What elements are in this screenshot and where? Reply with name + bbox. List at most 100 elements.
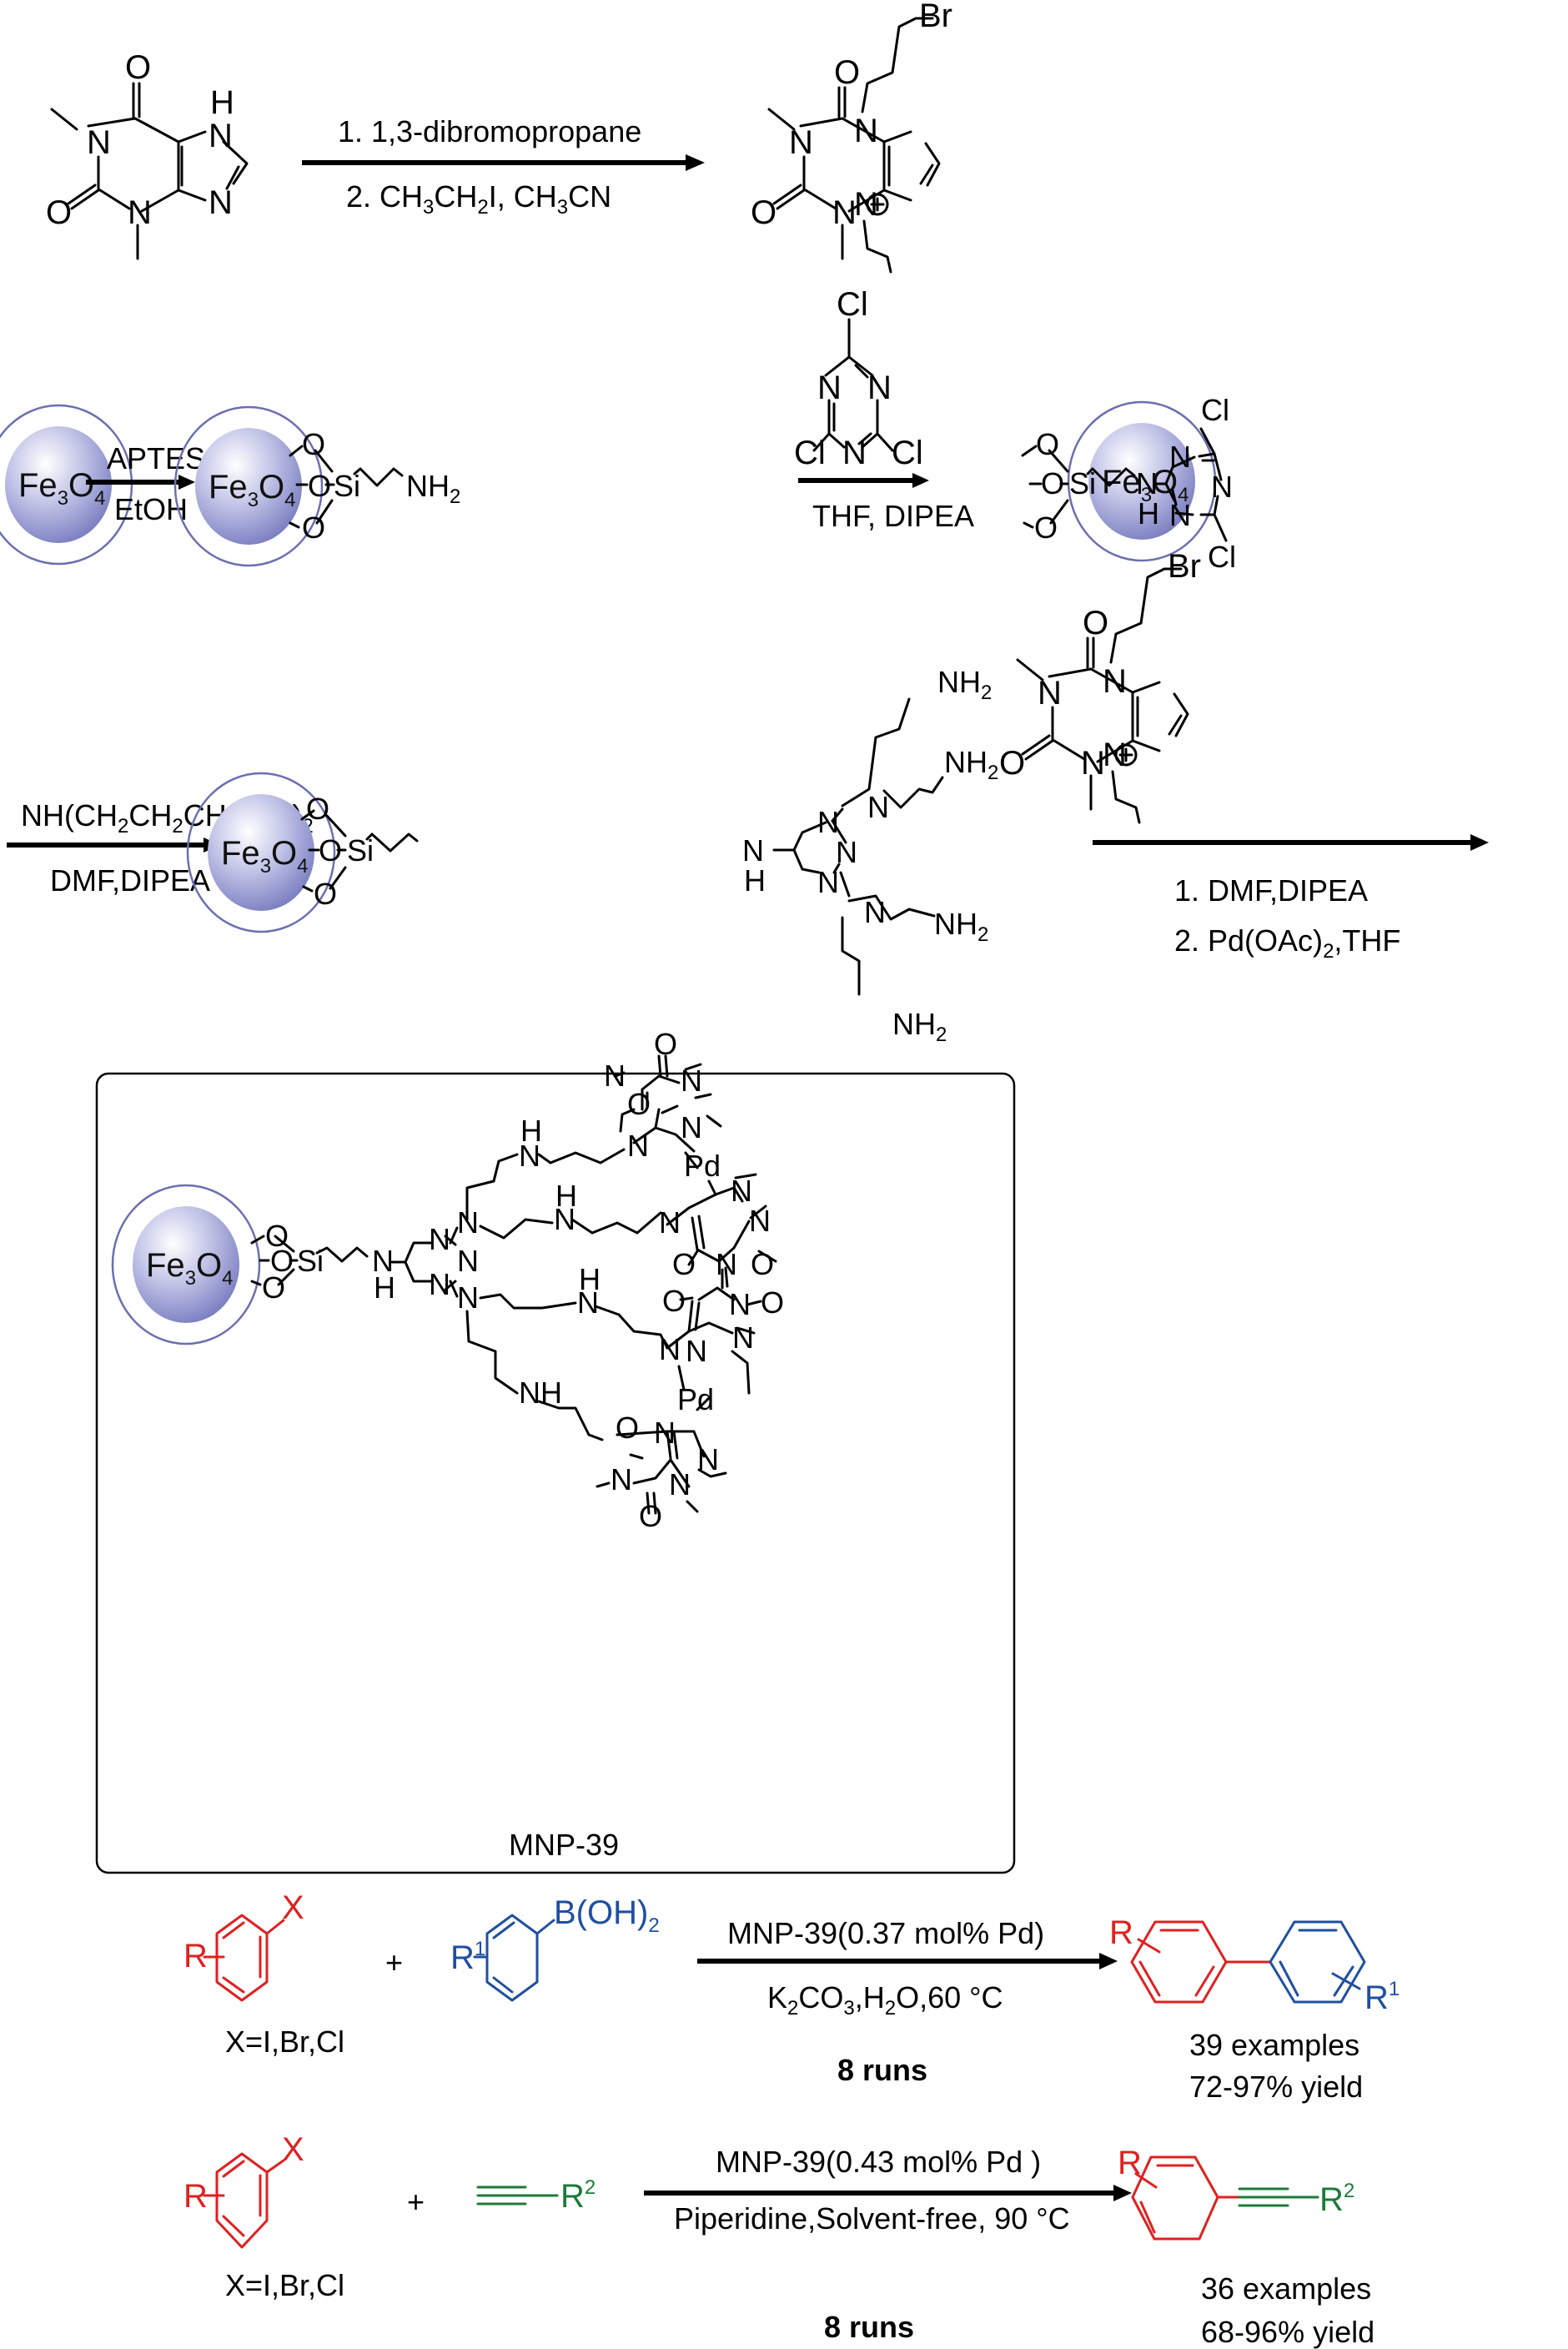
step2-arrow-main xyxy=(86,475,195,490)
sonogashira-yield: 68-96% yield xyxy=(1201,2315,1375,2349)
atom-label: N xyxy=(209,118,233,154)
atom-label: Br xyxy=(1168,548,1201,585)
atom-label: N xyxy=(697,1442,719,1476)
atom-label: N xyxy=(1081,745,1105,782)
sonogashira-runs: 8 runs xyxy=(824,2310,914,2344)
atom-label: N xyxy=(457,1244,479,1278)
step1-reagent-1: 1. 1,3-dibromopropane xyxy=(338,114,641,148)
atom-label: O xyxy=(654,1027,677,1061)
atom-label: O xyxy=(751,1247,774,1281)
atom-label: H xyxy=(520,1114,542,1148)
sonogashira-halide-note: X=I,Br,Cl xyxy=(225,2268,344,2302)
step5-reagent-structure: O O N N N N Br xyxy=(999,548,1201,824)
atom-label: O xyxy=(1083,605,1108,641)
palladium-label: Pd xyxy=(677,1382,714,1416)
atom-label: N xyxy=(128,194,152,231)
atom-label: NH2 xyxy=(406,469,460,508)
atom-label: Cl xyxy=(794,435,826,471)
atom-label: N xyxy=(817,370,842,406)
atom-label: N xyxy=(659,1332,681,1366)
atom-label: Si xyxy=(334,469,360,503)
suzuki-yield: 72-97% yield xyxy=(1189,2070,1363,2104)
atom-label: O xyxy=(761,1285,784,1320)
theophylline-structure: O O N N N H N xyxy=(46,49,249,260)
atom-label: Cl xyxy=(837,286,868,323)
sonogashira-examples: 36 examples xyxy=(1201,2271,1371,2306)
amine-dendrimer-linker: N N H N N N N N NH2 NH2 NH2 NH2 O O O Si xyxy=(300,665,998,1046)
atom-label: N xyxy=(686,1334,707,1368)
step3-reagent-below: THF, DIPEA xyxy=(812,499,974,533)
suzuki-runs: 8 runs xyxy=(837,2053,927,2087)
atom-label: O xyxy=(308,469,331,503)
atom-label: N xyxy=(627,1129,649,1163)
atom-label: R2 xyxy=(560,2176,596,2215)
atom-label: H xyxy=(210,84,234,121)
atom-label: Si xyxy=(1069,466,1096,500)
atom-label: N xyxy=(1038,675,1062,712)
atom-label: O xyxy=(265,1219,289,1253)
suzuki-examples: 39 examples xyxy=(1189,2028,1359,2062)
mnp39-catalyst-structure: O O O Si N H N N N N N N H N H N H NH N … xyxy=(250,1027,784,1533)
atom-label: N xyxy=(817,805,839,839)
atom-label: N xyxy=(1211,470,1233,504)
atom-label: N xyxy=(429,1222,450,1256)
atom-label: O xyxy=(262,1270,285,1305)
suzuki-conditions-below: K2CO3,H2O,60 °C xyxy=(767,1980,1003,2020)
arylalkyne-product: R R2 xyxy=(1118,2145,1354,2241)
atom-label: O xyxy=(1036,427,1059,461)
atom-label: O xyxy=(639,1499,662,1533)
atom-label: H xyxy=(555,1179,577,1213)
atom-label: N xyxy=(817,865,839,899)
atom-label: N xyxy=(209,184,233,221)
svg-text:Fe3O4: Fe3O4 xyxy=(18,467,106,510)
aryl-halide-suzuki: R X xyxy=(183,1889,304,2002)
atom-label: N xyxy=(716,1247,737,1281)
cyanuric-chloride-structure: Cl N N N Cl Cl xyxy=(794,286,923,471)
atom-label: H xyxy=(579,1262,601,1296)
atom-label: N xyxy=(864,895,886,929)
atom-label: N xyxy=(457,1280,479,1315)
atom-label: N xyxy=(842,435,867,471)
atom-label: O xyxy=(302,511,325,545)
atom-label: N xyxy=(729,1287,751,1321)
atom-label: NH2 xyxy=(937,665,992,704)
positive-charge-icon xyxy=(1114,743,1138,767)
atom-label: Cl xyxy=(1208,540,1236,574)
atom-label: N xyxy=(372,1244,394,1278)
plus-sign: + xyxy=(407,2185,425,2219)
bromopropyl-theophyllinium-salt: O O N N N N Br xyxy=(751,0,952,274)
plus-sign: + xyxy=(385,1945,403,1979)
atom-label: N xyxy=(867,790,889,824)
atom-label: R xyxy=(1118,2145,1142,2181)
atom-label: O xyxy=(999,745,1025,782)
atom-label: N xyxy=(832,194,857,231)
atom-label: Cl xyxy=(1201,393,1229,427)
atom-label: N xyxy=(749,1204,771,1238)
atom-label: O xyxy=(662,1284,686,1318)
atom-label: Si xyxy=(347,833,374,868)
svg-text:Fe3O4: Fe3O4 xyxy=(221,835,309,878)
atom-label: N xyxy=(1169,440,1191,474)
atom-label: NH xyxy=(519,1376,562,1410)
atom-label: N xyxy=(577,1285,599,1320)
step5-conditions-1: 1. DMF,DIPEA xyxy=(1174,873,1368,908)
atom-label: H xyxy=(744,863,766,898)
atom-label: O xyxy=(627,1087,651,1121)
step5-conditions-2: 2. Pd(OAc)2,THF xyxy=(1174,923,1400,963)
sonogashira-arrow xyxy=(644,2185,1132,2201)
atom-label: X xyxy=(282,2131,304,2168)
atom-label: N xyxy=(732,1320,754,1355)
atom-label: N xyxy=(1169,498,1191,532)
aryl-halide-sonogashira: R X xyxy=(183,2131,304,2249)
atom-label: N xyxy=(1136,466,1158,500)
fe3o4-nanoparticle-catalyst: Fe3O4 xyxy=(111,1184,261,1346)
atom-label: Si xyxy=(297,1244,324,1278)
suzuki-arrow xyxy=(697,1953,1118,1969)
atom-label: N xyxy=(681,1064,702,1098)
atom-label: O xyxy=(314,877,337,911)
atom-label: H xyxy=(1138,496,1159,531)
atom-label: N xyxy=(742,833,764,868)
catalyst-box xyxy=(95,1072,1016,1874)
atom-label: O xyxy=(1034,511,1058,545)
